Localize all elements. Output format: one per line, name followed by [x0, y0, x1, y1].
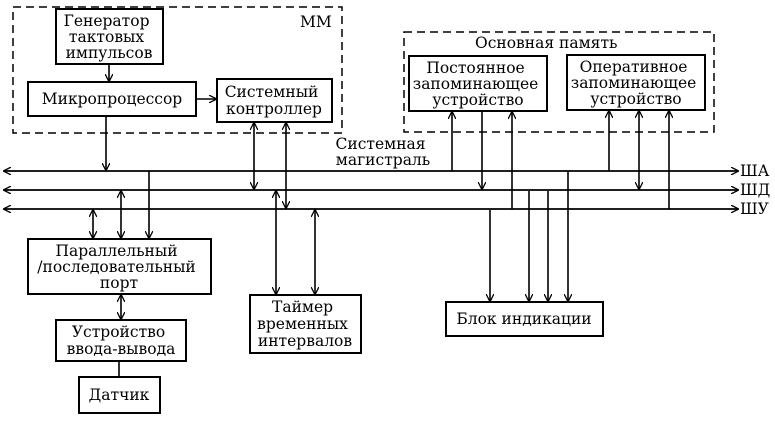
- mm-group-frame: [12, 6, 343, 134]
- timer-block: Таймер временных интервалов: [249, 294, 362, 354]
- microprocessor-block: Микропроцессор: [27, 81, 197, 117]
- ram-label: Оперативное запоминающее устройство: [571, 58, 702, 108]
- system-controller-label: Системный контроллер: [225, 83, 324, 118]
- port-label: Параллельный /последовательный порт: [37, 242, 200, 292]
- address-bus-label: ША: [740, 162, 770, 180]
- system-bus-title: Системная магистраль: [336, 135, 431, 169]
- display-unit-block: Блок индикации: [445, 301, 604, 337]
- sensor-block: Датчик: [78, 376, 161, 414]
- data-bus-label: ШД: [740, 181, 770, 199]
- io-device-label: Устройство ввода-вывода: [67, 323, 176, 358]
- timer-label: Таймер временных интервалов: [257, 298, 353, 350]
- clock-generator-block: Генератор тактовых импульсов: [55, 8, 164, 65]
- clock-generator-label: Генератор тактовых импульсов: [64, 12, 155, 62]
- system-controller-block: Системный контроллер: [216, 78, 333, 123]
- port-block: Параллельный /последовательный порт: [27, 238, 212, 295]
- rom-label: Постоянное запоминающее устройство: [413, 59, 544, 109]
- display-unit-label: Блок индикации: [456, 310, 591, 328]
- rom-block: Постоянное запоминающее устройство: [408, 55, 548, 112]
- control-bus-label: ШУ: [740, 200, 770, 218]
- io-device-block: Устройство ввода-вывода: [55, 319, 187, 362]
- microprocessor-label: Микропроцессор: [42, 90, 183, 108]
- mm-group-label: ММ: [300, 13, 332, 31]
- main-memory-group-frame: [403, 31, 715, 133]
- main-memory-group-label: Основная память: [475, 34, 617, 52]
- sensor-label: Датчик: [89, 386, 150, 404]
- ram-block: Оперативное запоминающее устройство: [566, 54, 706, 111]
